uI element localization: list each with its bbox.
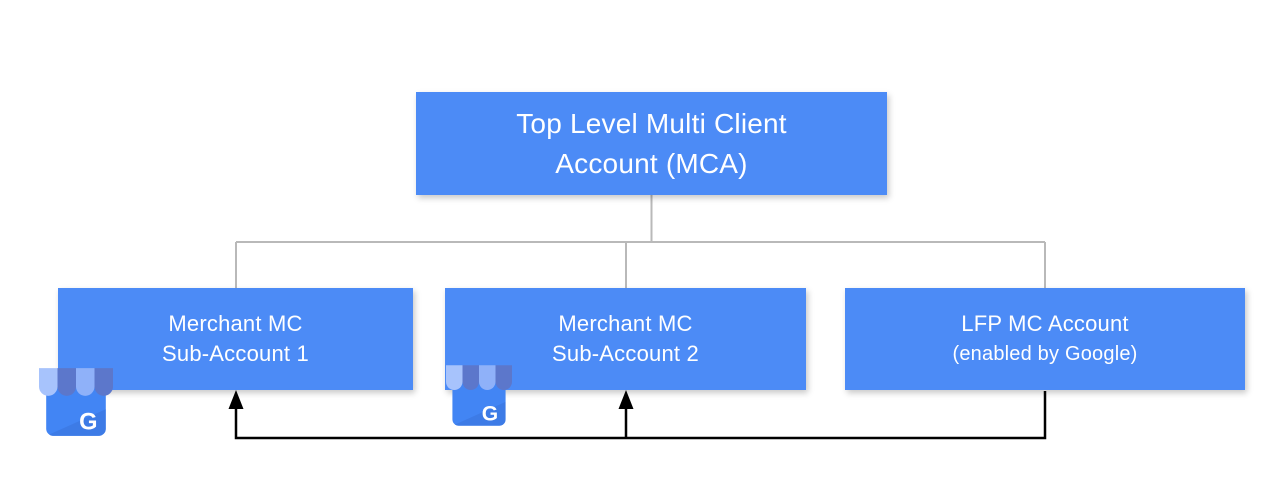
node-label-line: Top Level Multi Client xyxy=(516,107,787,139)
gmb-awning-stripe xyxy=(76,368,95,396)
google-my-business-icon: G xyxy=(446,365,512,426)
google-my-business-icon: G xyxy=(39,368,113,436)
node-label-line: Sub-Account 2 xyxy=(552,341,699,366)
gmb-awning-stripe xyxy=(446,365,463,390)
arrowhead-to-sub2 xyxy=(618,390,634,409)
gmb-awning-stripe xyxy=(462,365,479,390)
tree-connector-lines xyxy=(235,195,1046,288)
gmb-awning-stripe xyxy=(94,368,113,396)
node-label-line: Merchant MC xyxy=(168,311,303,336)
gmb-awning-stripe xyxy=(39,368,58,396)
node-merchant-sub-account-1: Merchant MC Sub-Account 1 xyxy=(58,288,413,390)
node-label-line: Sub-Account 1 xyxy=(162,341,309,366)
gmb-awning-stripe xyxy=(479,365,496,390)
node-label-line: Account (MCA) xyxy=(555,147,748,179)
lfp-feedback-line xyxy=(234,391,1047,440)
node-label-line: Merchant MC xyxy=(558,311,693,336)
node-label-line: LFP MC Account xyxy=(961,311,1129,336)
gmb-letter: G xyxy=(482,402,498,425)
arrowhead-to-sub1 xyxy=(228,390,244,409)
node-label-line: (enabled by Google) xyxy=(952,343,1138,365)
node-top-level-mca: Top Level Multi Client Account (MCA) xyxy=(416,92,887,195)
gmb-awning-stripe xyxy=(57,368,76,396)
gmb-letter: G xyxy=(79,410,97,436)
node-lfp-mc-account: LFP MC Account (enabled by Google) xyxy=(845,288,1245,390)
gmb-awning-stripe xyxy=(495,365,512,390)
